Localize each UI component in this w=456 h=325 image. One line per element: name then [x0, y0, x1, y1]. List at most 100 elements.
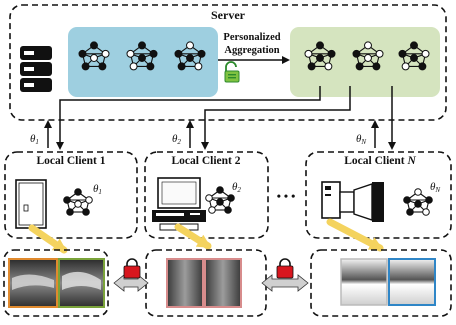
graph-node — [138, 41, 146, 50]
scanner-icon — [321, 181, 384, 222]
client-1-theta: θ1 — [93, 183, 102, 196]
graph-node — [146, 62, 155, 71]
graph-node — [101, 49, 110, 58]
graph-node — [174, 49, 183, 58]
graph-node — [126, 49, 135, 58]
graph-network-icon — [205, 186, 235, 214]
local-client-1-label: Local Client 1 — [37, 155, 106, 167]
unlock-icon — [224, 61, 240, 83]
graph-node — [66, 208, 74, 216]
graph-node — [90, 41, 98, 50]
server-box — [9, 4, 447, 121]
graph-node — [85, 196, 93, 204]
graph-node — [316, 54, 324, 62]
graph-node — [307, 62, 316, 71]
local-client-2-label: Local Client 2 — [172, 155, 241, 167]
data-isolation-arrow-2 — [261, 274, 309, 292]
graph-network-icon — [304, 41, 336, 71]
graph-node — [406, 208, 414, 216]
client-1-images — [8, 258, 105, 308]
graph-node — [205, 194, 213, 202]
graph-node — [63, 196, 71, 204]
graph-node — [422, 208, 430, 216]
lock-icon — [276, 258, 294, 279]
database-icon — [20, 46, 52, 92]
graph-node — [364, 54, 372, 62]
graph-node — [129, 62, 138, 71]
local-client-n-label: Local Client N — [344, 155, 416, 167]
graph-node — [364, 41, 372, 50]
graph-node — [227, 194, 235, 202]
graph-node — [304, 49, 313, 58]
aggregation-label-line1: Personalized — [223, 32, 280, 43]
server-label: Server — [211, 8, 246, 22]
graph-node — [372, 62, 381, 71]
client-1-data-arrow — [28, 224, 68, 254]
graph-node — [74, 188, 82, 196]
graph-node — [208, 206, 216, 214]
link-server-to-client1 — [56, 86, 321, 150]
graph-node — [316, 41, 324, 50]
client-2-data-arrow — [174, 223, 212, 250]
graph-node — [216, 186, 224, 194]
graph-network-icon — [352, 41, 384, 71]
client-n-data-arrow — [326, 218, 384, 252]
link-theta-2: θ2 — [172, 133, 181, 146]
graph-network-icon — [403, 188, 433, 216]
client-n-data-box — [310, 249, 452, 317]
server-networks — [78, 41, 430, 71]
computer-icon — [152, 177, 206, 231]
graph-node — [324, 62, 333, 71]
local-client-1-box — [4, 151, 138, 239]
more-clients-ellipsis: • • • — [277, 189, 296, 203]
graph-node — [186, 54, 194, 62]
graph-node — [98, 62, 107, 71]
graph-node — [177, 62, 186, 71]
graph-node — [224, 206, 232, 214]
graph-node — [398, 49, 407, 58]
graph-node — [90, 54, 98, 62]
graph-node — [410, 41, 418, 50]
server-client-links — [44, 86, 396, 150]
graph-node — [403, 196, 411, 204]
graph-network-icon — [174, 41, 206, 71]
graph-node — [149, 49, 158, 58]
graph-node — [194, 62, 203, 71]
graph-node — [74, 200, 82, 208]
graph-node — [327, 49, 336, 58]
link-theta-n: θN — [356, 133, 366, 146]
door-icon — [15, 179, 47, 229]
graph-network-icon — [398, 41, 430, 71]
client-networks — [63, 186, 433, 216]
global-models-panel — [68, 27, 218, 97]
graph-node — [375, 49, 384, 58]
graph-network-icon — [126, 41, 158, 71]
graph-node — [82, 208, 90, 216]
graph-network-icon — [63, 188, 93, 216]
lock-icon — [123, 258, 141, 279]
graph-node — [197, 49, 206, 58]
graph-node — [410, 54, 418, 62]
client-1-data-box — [3, 249, 109, 317]
client-2-images — [166, 258, 242, 308]
graph-node — [425, 196, 433, 204]
graph-node — [421, 49, 430, 58]
graph-node — [414, 188, 422, 196]
graph-node — [401, 62, 410, 71]
graph-node — [78, 49, 87, 58]
graph-node — [138, 54, 146, 62]
graph-node — [352, 49, 361, 58]
link-server-to-client2 — [201, 86, 351, 150]
link-theta-1: θ1 — [30, 133, 39, 146]
graph-node — [81, 62, 90, 71]
graph-network-icon — [78, 41, 110, 71]
graph-node — [186, 41, 194, 50]
personalized-models-panel — [290, 27, 440, 97]
graph-node — [216, 198, 224, 206]
client-2-theta: θ2 — [232, 181, 241, 194]
graph-node — [355, 62, 364, 71]
client-n-theta: θN — [430, 181, 440, 194]
graph-node — [418, 62, 427, 71]
